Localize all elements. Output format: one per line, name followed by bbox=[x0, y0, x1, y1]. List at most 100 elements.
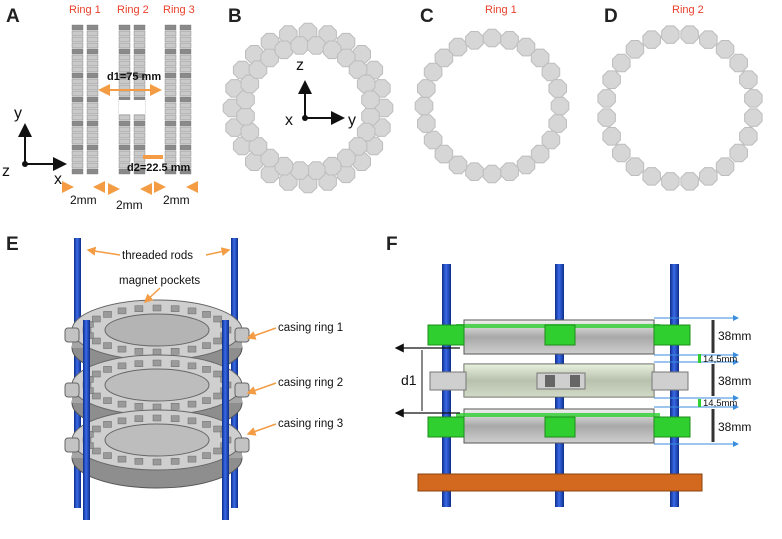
magnet-pocket bbox=[92, 337, 101, 345]
panel-d-ring bbox=[597, 25, 763, 191]
magnet-block bbox=[86, 96, 99, 103]
magnet-pocket bbox=[152, 359, 162, 367]
magnet-pocket bbox=[134, 360, 144, 367]
magnet-block bbox=[86, 66, 99, 73]
magnet-octagon bbox=[642, 30, 661, 49]
magnet-octagon bbox=[744, 108, 763, 127]
ring3-title: Ring 3 bbox=[163, 4, 195, 16]
magnet-block bbox=[179, 78, 192, 85]
magnet-block bbox=[179, 126, 192, 133]
magnet-block bbox=[133, 42, 146, 49]
magnet-octagon bbox=[337, 148, 356, 168]
f-dim-gap1: 14,5mm bbox=[703, 354, 737, 365]
magnet-pocket bbox=[134, 305, 144, 312]
magnet-block bbox=[118, 150, 131, 157]
magnet-block bbox=[179, 84, 192, 91]
magnet-block bbox=[179, 156, 192, 163]
magnet-block bbox=[164, 132, 177, 139]
magnet-octagon bbox=[516, 37, 536, 57]
magnet-pocket bbox=[117, 455, 127, 463]
magnet-block bbox=[71, 126, 84, 133]
axis-y-label: y bbox=[14, 105, 22, 122]
magnet-octagon bbox=[642, 167, 661, 186]
magnet-block bbox=[118, 24, 131, 31]
magnet-octagon bbox=[356, 74, 376, 94]
magnet-octagon bbox=[417, 79, 436, 98]
magnet-block bbox=[179, 138, 192, 145]
magnet-pocket bbox=[134, 403, 144, 410]
magnet-block bbox=[118, 138, 131, 145]
magnet-block bbox=[118, 90, 131, 97]
magnet-octagon bbox=[541, 130, 561, 150]
magnet-pocket bbox=[103, 342, 112, 349]
magnet-octagon bbox=[236, 106, 255, 126]
f-dim-gap2: 14,5mm bbox=[703, 398, 737, 409]
magnet-block bbox=[179, 72, 192, 79]
magnet-block bbox=[71, 138, 84, 145]
magnet-block bbox=[86, 132, 99, 139]
panel-b-axes: z x y bbox=[285, 57, 356, 129]
magnet-pocket bbox=[213, 447, 222, 455]
magnet-block bbox=[179, 120, 192, 127]
rod-front-right bbox=[222, 320, 229, 520]
magnet-octagon bbox=[530, 48, 550, 68]
magnet-block bbox=[86, 108, 99, 115]
magnet-block bbox=[118, 48, 131, 55]
magnet-block bbox=[133, 126, 146, 133]
magnet-block bbox=[164, 90, 177, 97]
magnet-octagon bbox=[248, 137, 268, 156]
magnet-block bbox=[86, 168, 99, 175]
magnet-octagon bbox=[744, 89, 763, 108]
magnet-block bbox=[71, 60, 84, 67]
magnet-block bbox=[164, 48, 177, 55]
magnet-octagon bbox=[715, 40, 735, 59]
magnet-block bbox=[71, 66, 84, 73]
magnet-block bbox=[86, 48, 99, 55]
magnet-block bbox=[179, 48, 192, 55]
d2-label: d2=22.5 mm bbox=[127, 162, 191, 174]
magnet-pocket bbox=[202, 311, 211, 318]
magnet-block bbox=[179, 132, 192, 139]
label-magnet-pockets: magnet pockets bbox=[119, 275, 200, 287]
magnet-block bbox=[164, 84, 177, 91]
magnet-block bbox=[71, 144, 84, 151]
magnet-block bbox=[133, 60, 146, 67]
magnet-pocket bbox=[202, 342, 211, 349]
magnet-pocket bbox=[134, 415, 144, 422]
magnet-pocket bbox=[117, 345, 127, 353]
magnet-block bbox=[133, 66, 146, 73]
magnet-block bbox=[179, 168, 192, 175]
magnet-block bbox=[164, 120, 177, 127]
panel-d-title: Ring 2 bbox=[672, 4, 704, 16]
magnet-block bbox=[86, 36, 99, 43]
panel-e-assembly: threaded rods magnet pockets casing ring… bbox=[64, 238, 343, 520]
magnet-block bbox=[86, 24, 99, 31]
magnet-pocket bbox=[152, 403, 162, 411]
b-axis-x: x bbox=[285, 112, 293, 129]
magnet-pocket bbox=[92, 392, 101, 400]
magnet-pocket bbox=[92, 315, 101, 323]
magnet-octagon bbox=[699, 30, 718, 49]
magnet-block bbox=[133, 132, 146, 139]
panel-label-f: F bbox=[386, 234, 398, 255]
magnet-block bbox=[133, 120, 146, 127]
magnet-octagon bbox=[423, 130, 443, 150]
magnet-block bbox=[179, 162, 192, 169]
magnet-block bbox=[164, 72, 177, 79]
magnet-pocket bbox=[202, 421, 211, 428]
magnet-block bbox=[118, 30, 131, 37]
magnet-block bbox=[71, 84, 84, 91]
magnet-block bbox=[86, 54, 99, 61]
panel-label-d: D bbox=[604, 6, 618, 27]
magnet-block bbox=[164, 114, 177, 121]
magnet-pocket bbox=[152, 414, 162, 422]
magnet-block bbox=[133, 114, 146, 121]
magnet-pocket bbox=[187, 417, 197, 425]
magnet-octagon bbox=[361, 106, 380, 126]
magnet-octagon bbox=[245, 152, 264, 171]
magnet-octagon bbox=[550, 96, 570, 116]
magnet-block bbox=[133, 72, 146, 79]
magnet-block bbox=[164, 30, 177, 37]
magnet-block bbox=[118, 42, 131, 49]
magnet-octagon bbox=[739, 70, 758, 89]
